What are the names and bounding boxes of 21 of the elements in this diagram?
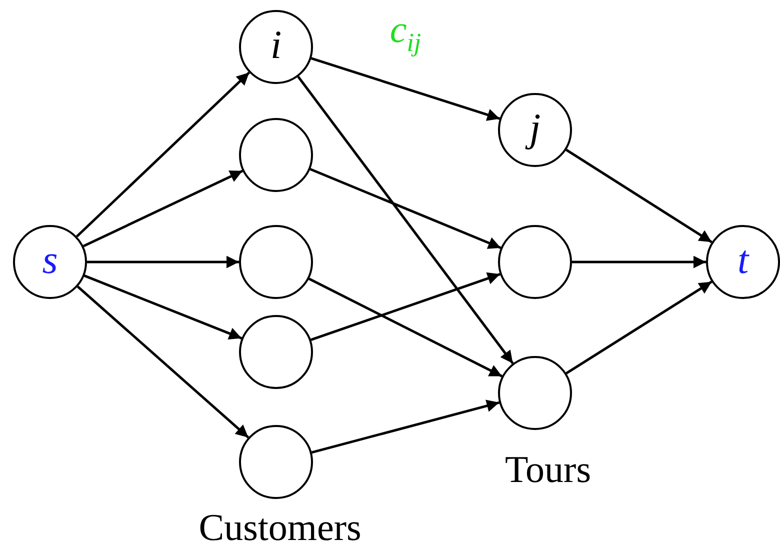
group-label: Tours [505, 448, 591, 492]
arrow [82, 170, 244, 248]
arrow [311, 400, 500, 454]
arrow [572, 256, 706, 268]
arrow [297, 76, 514, 364]
arrow [76, 72, 250, 238]
edge-label: c$_{ij}$ [390, 8, 422, 58]
arrow [566, 148, 712, 244]
arrow [310, 57, 500, 121]
arrow [76, 286, 250, 438]
arrow [566, 280, 712, 374]
arrow [310, 272, 500, 342]
node-label: t [737, 240, 749, 280]
node-circle [498, 356, 572, 430]
arrow [84, 274, 242, 340]
arrow [310, 168, 502, 250]
group-label: Customers [198, 506, 362, 547]
arrow [308, 278, 503, 378]
node-label: s [42, 240, 58, 280]
node-label: i [270, 25, 282, 65]
arrow [87, 256, 239, 268]
